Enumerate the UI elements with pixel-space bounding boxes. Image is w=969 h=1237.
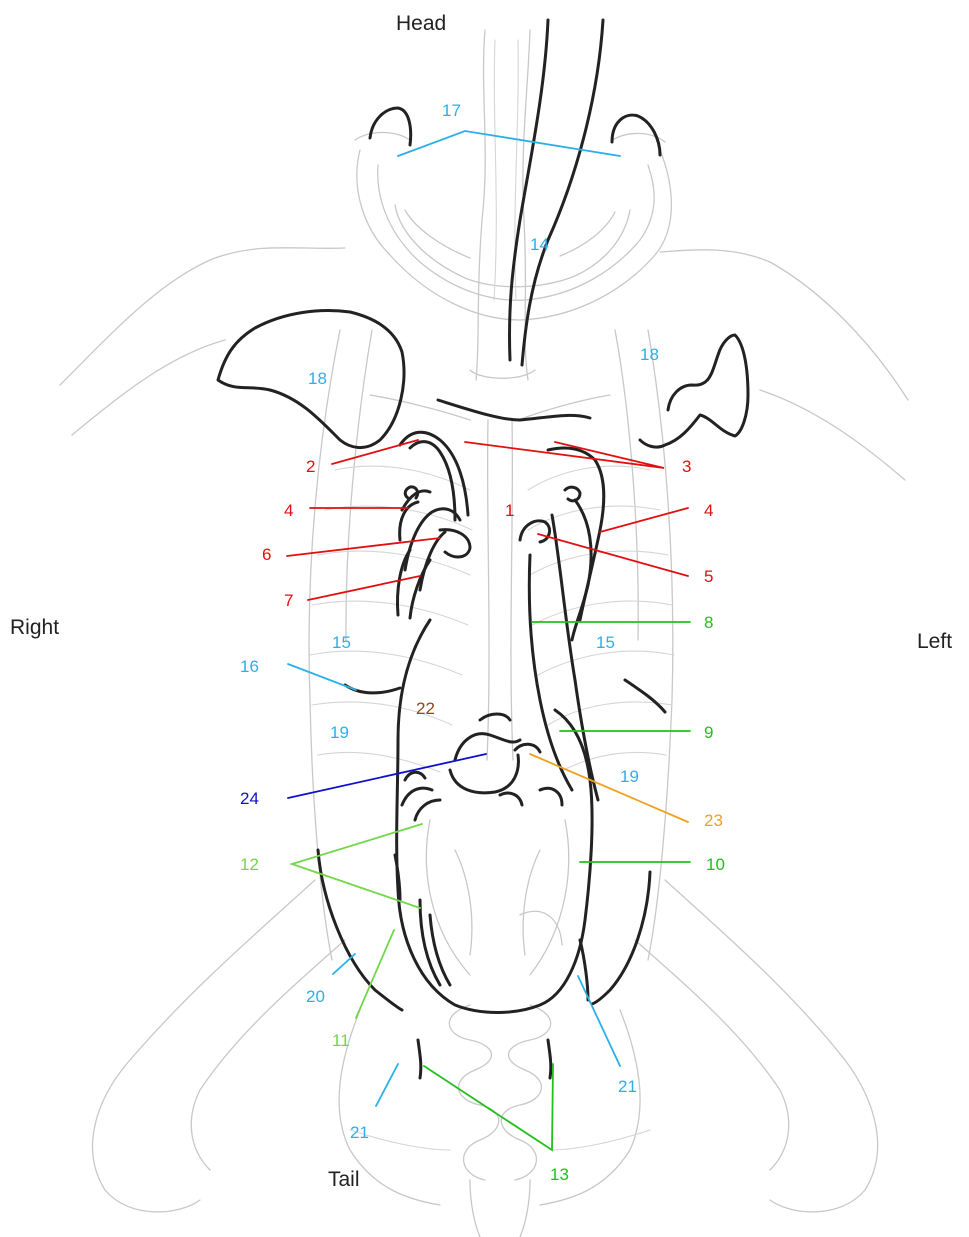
leader-21-right [376,1064,398,1106]
label-18-left: 18 [640,345,659,364]
label-1: 1 [505,501,514,520]
label-15-left: 15 [596,633,615,652]
leader-16 [288,664,356,690]
leader-20 [333,954,355,974]
label-20: 20 [306,987,325,1006]
orientation-left: Left [917,630,952,653]
label-4-right: 4 [284,501,293,520]
label-23: 23 [704,811,723,830]
label-10: 10 [706,855,725,874]
label-12: 12 [240,855,259,874]
orientation-tail: Tail [328,1168,360,1191]
label-24: 24 [240,789,259,808]
label-18-right: 18 [308,369,327,388]
label-2: 2 [306,457,315,476]
label-22: 22 [416,699,435,718]
label-19-left: 19 [620,767,639,786]
leader-23 [530,754,688,822]
label-6: 6 [262,545,271,564]
label-21-left: 21 [618,1077,637,1096]
leader-6 [287,538,440,556]
label-21-right: 21 [350,1123,369,1142]
label-3: 3 [682,457,691,476]
leader-17 [398,131,620,156]
leader-7 [308,576,420,600]
body-outline [60,30,908,1237]
label-4-left: 4 [704,501,713,520]
leader-21-left [578,976,620,1066]
label-14: 14 [530,235,549,254]
label-11: 11 [332,1031,350,1050]
leader-4-left [600,508,688,532]
label-16: 16 [240,657,259,676]
leader-24 [288,754,486,798]
label-13: 13 [550,1165,569,1184]
label-15-right: 15 [332,633,351,652]
numbered-labels: 1 2 3 4 4 5 6 7 8 9 10 11 12 13 14 15 15… [240,101,725,1184]
label-5: 5 [704,567,713,586]
leader-3 [465,442,664,468]
label-7: 7 [284,591,293,610]
orientation-head: Head [396,12,446,35]
label-9: 9 [704,723,713,742]
orientation-labels: Head Tail Right Left [10,12,952,1191]
label-17: 17 [442,101,461,120]
leader-12 [292,824,422,908]
label-19-right: 19 [330,723,349,742]
orientation-right: Right [10,616,59,639]
label-8: 8 [704,613,713,632]
